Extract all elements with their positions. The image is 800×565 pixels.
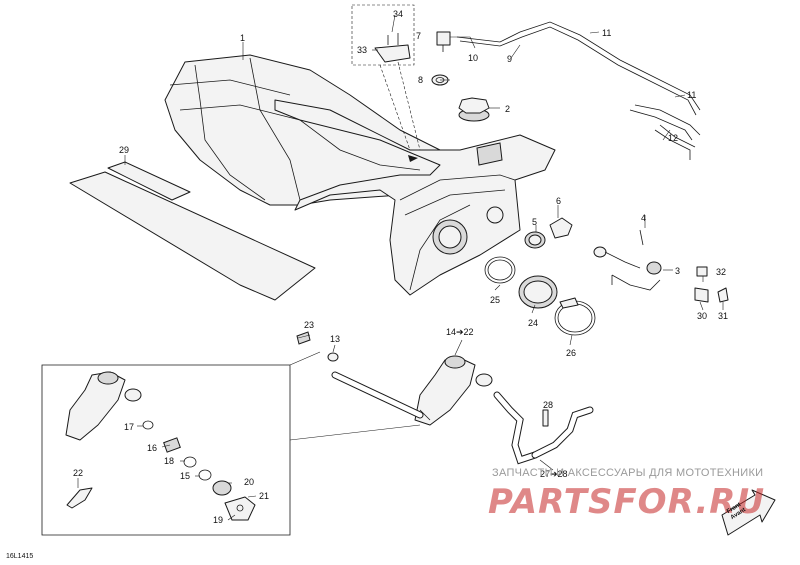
filler-neck-5 [524, 231, 546, 249]
callout-8: 8 [418, 75, 424, 85]
callout-20: 20 [244, 477, 255, 487]
inset-part-22 [66, 487, 93, 509]
callout-17: 17 [124, 422, 135, 432]
callout-25: 25 [490, 295, 501, 305]
front-arrow [721, 489, 776, 536]
inset-fitting-20 [212, 480, 232, 496]
callout-22: 22 [73, 468, 84, 478]
bracket-30 [694, 287, 709, 303]
callout-33: 33 [357, 45, 368, 55]
fuel-cap [458, 97, 490, 122]
nut-32 [696, 266, 708, 277]
callout-2: 2 [505, 104, 511, 114]
callout-27-28: 27➔28 [540, 469, 568, 479]
fuel-pump-assembly [414, 355, 493, 426]
callout-29: 29 [119, 145, 130, 155]
watermark-logo: PARTSFOR.RU [488, 482, 766, 522]
callout-23: 23 [304, 320, 315, 330]
callout-6: 6 [556, 196, 562, 206]
clamp-26 [554, 297, 596, 336]
callout-16: 16 [147, 443, 158, 453]
callout-1: 1 [240, 33, 246, 43]
callout-26: 26 [566, 348, 577, 358]
callout-24: 24 [528, 318, 539, 328]
callout-32: 32 [716, 267, 727, 277]
callout-7: 7 [416, 31, 422, 41]
o-ring-25 [484, 256, 516, 284]
watermark-text: ЗАПЧАСТИ И АКСЕССУАРЫ ДЛЯ МОТОТЕХНИКИ [492, 467, 764, 479]
callout-5: 5 [532, 217, 538, 227]
callout-18: 18 [164, 456, 175, 466]
callout-28: 28 [543, 400, 554, 410]
inset-filter-16 [163, 437, 181, 453]
callout-13: 13 [330, 334, 341, 344]
callout-30: 30 [697, 311, 708, 321]
screw-4 [639, 229, 644, 246]
seal-6 [549, 217, 573, 239]
inset-o-ring-17 [142, 420, 154, 430]
callout-10: 10 [468, 53, 479, 63]
callout-9: 9 [507, 54, 513, 64]
vent-valve-7 [436, 31, 451, 52]
inset-o-ring-18 [183, 456, 197, 468]
callout-12: 12 [668, 133, 679, 143]
callout-31: 31 [718, 311, 729, 321]
fuel-tank [274, 99, 556, 296]
clip-31 [717, 287, 729, 303]
drawing-code: 16L1415 [6, 553, 34, 560]
callout-19: 19 [213, 515, 224, 525]
inset-pump [65, 371, 142, 441]
callout-14-22: 14➔22 [446, 327, 474, 337]
lock-ring-24 [518, 275, 558, 309]
tank-pad [69, 161, 316, 301]
fitting-13 [327, 352, 339, 362]
callout-4: 4 [641, 213, 647, 223]
callout-34: 34 [393, 9, 404, 19]
inset-plate-19 [224, 496, 256, 521]
bracket-33 [374, 33, 411, 63]
fitting-23 [296, 331, 311, 345]
callout-11-top: 11 [602, 28, 612, 38]
fuel-level-sender [593, 246, 662, 291]
callout-3: 3 [675, 266, 681, 276]
callout-21: 21 [259, 491, 270, 501]
callout-11-right: 11 [687, 90, 697, 100]
clip-28 [542, 409, 549, 427]
inset-o-ring-15 [198, 469, 212, 481]
callout-15: 15 [180, 471, 191, 481]
